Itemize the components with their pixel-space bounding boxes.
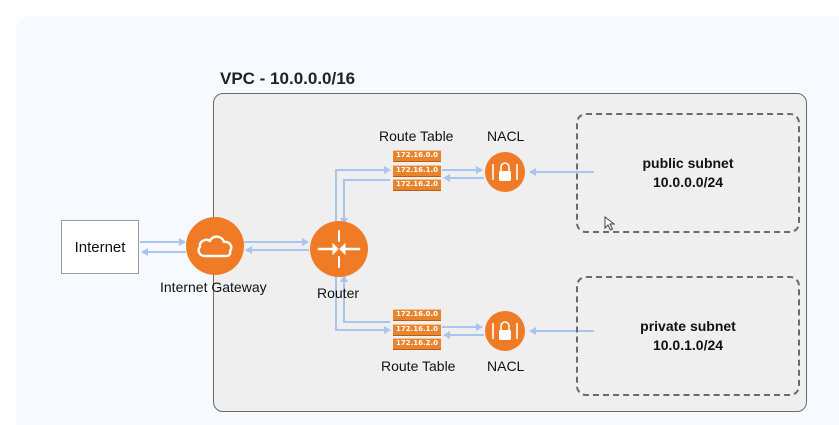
link-router-to-top-route-table: [335, 166, 391, 222]
router-arrows-icon: [317, 230, 361, 268]
private-subnet-name: private subnet: [640, 318, 736, 334]
internet-label: Internet: [74, 238, 126, 256]
private-subnet-cidr: 10.0.1.0/24: [652, 337, 724, 353]
internet-gateway-node: [186, 217, 244, 275]
route-table-row: 172.16.2.0: [393, 338, 441, 350]
route-table-row: 172.16.0.0: [393, 150, 441, 162]
route-table-row: 172.16.0.0: [393, 309, 441, 321]
bottom-nacl-label: NACL: [487, 358, 525, 374]
public-subnet-cidr: 10.0.0.0/24: [652, 174, 724, 190]
router-label: Router: [317, 285, 360, 301]
lock-icon: [492, 321, 518, 340]
link-bottom-route-table-to-router: [340, 275, 390, 323]
mouse-cursor-icon: [604, 216, 616, 231]
top-nacl-label: NACL: [487, 128, 525, 144]
vpc-title: VPC - 10.0.0.0/16: [220, 69, 356, 88]
link-top-route-table-to-router: [340, 179, 390, 225]
cloud-icon: [197, 235, 233, 258]
top-route-table: 172.16.0.0 172.16.1.0 172.16.2.0: [393, 150, 441, 194]
top-nacl-node: [485, 152, 525, 192]
public-subnet-box: public subnet 10.0.0.0/24: [576, 113, 800, 233]
internet-gateway-label: Internet Gateway: [160, 279, 267, 295]
lock-icon: [492, 162, 518, 181]
internet-node: Internet: [61, 220, 139, 274]
private-subnet-box: private subnet 10.0.1.0/24: [576, 276, 800, 396]
top-route-table-label: Route Table: [379, 128, 454, 144]
bottom-route-table: 172.16.0.0 172.16.1.0 172.16.2.0: [393, 309, 441, 353]
bottom-route-table-label: Route Table: [381, 358, 456, 374]
route-table-row: 172.16.2.0: [393, 179, 441, 191]
route-table-row: 172.16.1.0: [393, 164, 441, 177]
router-node: [310, 221, 368, 277]
route-table-row: 172.16.1.0: [393, 323, 441, 336]
link-router-to-bottom-route-table: [335, 275, 391, 334]
public-subnet-name: public subnet: [642, 155, 734, 171]
bottom-nacl-node: [485, 311, 525, 351]
